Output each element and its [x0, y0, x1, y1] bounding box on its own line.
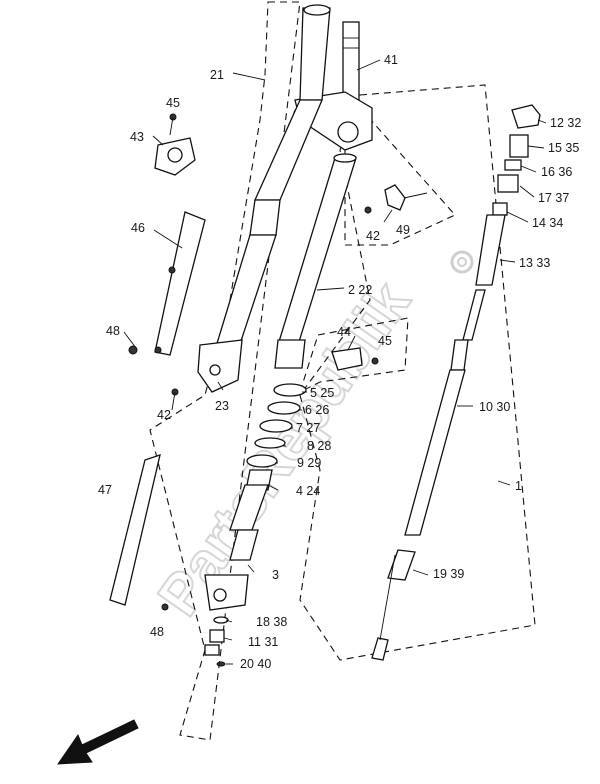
- label-17-37: 17 37: [538, 191, 569, 205]
- label-19-39: 19 39: [433, 567, 464, 581]
- label-45-top: 45: [166, 96, 180, 110]
- bushing: [492, 202, 508, 216]
- inner-tube: [274, 153, 357, 369]
- label-16-36: 16 36: [541, 165, 572, 179]
- label-3: 3: [272, 568, 279, 582]
- label-48-upper: 48: [106, 324, 120, 338]
- cartridge-tube: [404, 339, 469, 536]
- rebound-spring: [371, 549, 416, 661]
- bolt-42-lower: [171, 388, 179, 411]
- direction-arrow-icon: [57, 719, 139, 765]
- outer-tube-left: [197, 4, 331, 393]
- label-45-mid: 45: [378, 334, 392, 348]
- label-20-40: 20 40: [240, 657, 271, 671]
- label-42-top: 42: [366, 229, 380, 243]
- bracket-group-outline: [344, 109, 456, 246]
- cap-bolt: [511, 104, 541, 129]
- label-6-26: 6 26: [305, 403, 329, 417]
- circlip-7: [259, 419, 293, 433]
- label-8-28: 8 28: [307, 439, 331, 453]
- bracket-49: [364, 184, 406, 214]
- label-18-38: 18 38: [256, 615, 287, 629]
- part-labels: 41 21 45 43 46 42 49 2 22 44 45 48 42 23…: [98, 53, 581, 671]
- leader-lines: [123, 59, 547, 665]
- label-1: 1: [515, 479, 522, 493]
- fork-guard-lower: [109, 454, 161, 606]
- bolt-48-upper: [128, 345, 138, 355]
- label-44: 44: [337, 325, 351, 339]
- label-10-30: 10 30: [479, 400, 510, 414]
- label-49: 49: [396, 223, 410, 237]
- outer-tube-lower: [204, 484, 269, 611]
- o-ring-18: [213, 616, 229, 624]
- nut: [504, 159, 522, 171]
- damper-rod-upper: [462, 214, 506, 341]
- bushing-9: [246, 454, 278, 468]
- label-41: 41: [384, 53, 398, 67]
- washer-6: [267, 401, 301, 415]
- collar: [497, 174, 519, 193]
- label-7-27: 7 27: [296, 421, 320, 435]
- label-11-31: 11 31: [248, 635, 278, 649]
- label-9-29: 9 29: [297, 456, 321, 470]
- label-13-33: 13 33: [519, 256, 550, 270]
- washer-20: [216, 661, 226, 667]
- spring-seat: [509, 134, 529, 158]
- clamp-group-outline: [299, 317, 409, 394]
- label-47: 47: [98, 483, 112, 497]
- clamp-44: [331, 347, 379, 371]
- label-4-24: 4 24: [296, 484, 320, 498]
- drain-bolt-11: [204, 629, 225, 656]
- label-43: 43: [130, 130, 144, 144]
- bolt-45-top: [169, 113, 177, 136]
- label-48-lower: 48: [150, 625, 164, 639]
- fork-guard-upper: [154, 211, 206, 356]
- label-12-32: 12 32: [550, 116, 581, 130]
- label-23: 23: [215, 399, 229, 413]
- label-14-34: 14 34: [532, 216, 563, 230]
- label-15-35: 15 35: [548, 141, 579, 155]
- spring: [379, 554, 396, 641]
- gear-watermark-icon: [450, 250, 474, 274]
- circlip-8: [254, 437, 286, 449]
- oil-seal-5: [273, 383, 307, 397]
- label-46: 46: [131, 221, 145, 235]
- clamp-43: [154, 137, 196, 176]
- label-42-lower: 42: [157, 408, 171, 422]
- label-21: 21: [210, 68, 224, 82]
- label-2-22: 2 22: [348, 283, 372, 297]
- label-5-25: 5 25: [310, 386, 334, 400]
- bolt-48-lower: [161, 603, 169, 611]
- outer-fork-group-outline: [149, 1, 301, 741]
- inner-tube-group-outline: [299, 84, 536, 661]
